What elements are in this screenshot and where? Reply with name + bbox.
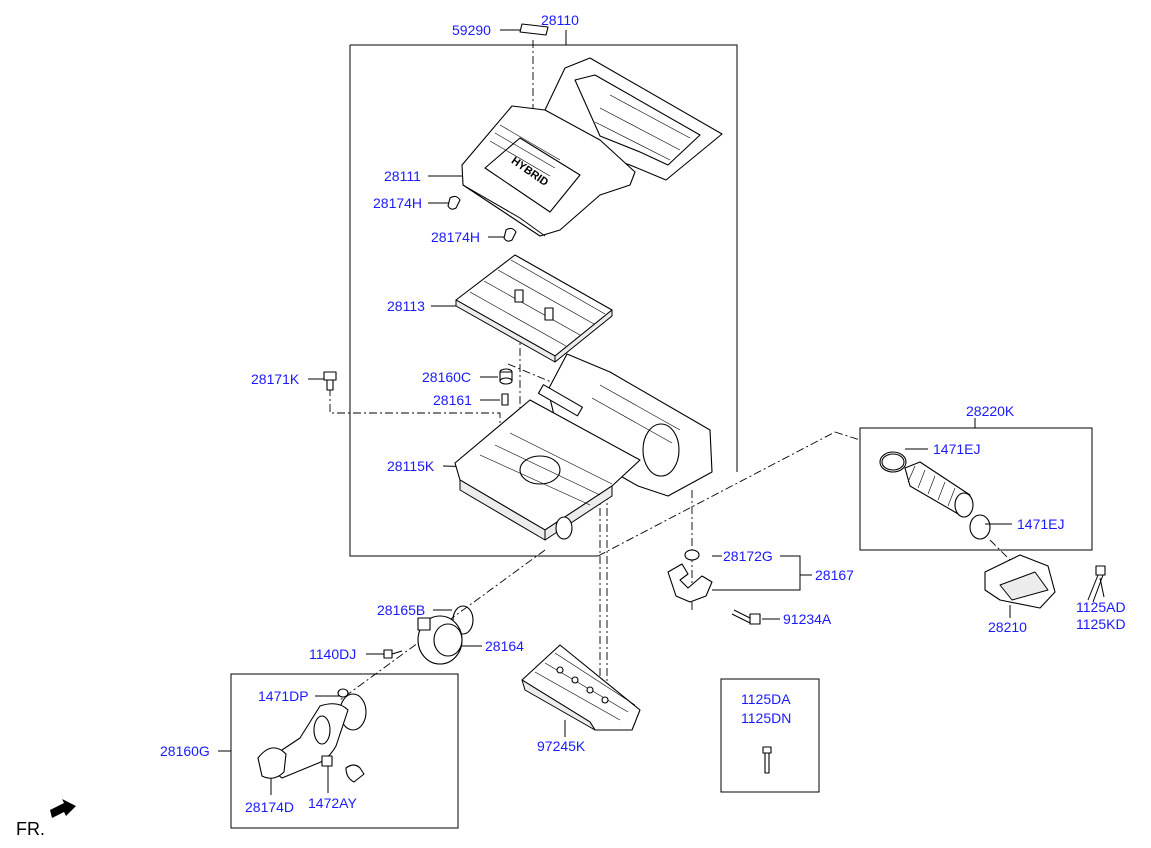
label-28167[interactable]: 28167: [815, 567, 854, 583]
label-28161[interactable]: 28161: [433, 392, 472, 408]
pipe-connector-1472ay[interactable]: [321, 755, 365, 783]
screw-1140dj[interactable]: [383, 649, 403, 659]
label-28111[interactable]: 28111: [384, 168, 421, 184]
label-28172g[interactable]: 28172G: [723, 548, 773, 564]
centerline-main: [597, 431, 836, 557]
centerline-28160c: [507, 363, 557, 385]
label-1140dj[interactable]: 1140DJ: [309, 646, 356, 662]
label-28171k[interactable]: 28171K: [251, 371, 300, 387]
clamp-28174d[interactable]: [257, 747, 287, 779]
label-1125kd[interactable]: 1125KD: [1076, 616, 1126, 632]
bolt-28171k[interactable]: [323, 371, 337, 391]
front-direction-arrow-icon: [50, 799, 76, 818]
label-28210[interactable]: 28210: [988, 619, 1027, 635]
label-28174d[interactable]: 28174D: [245, 799, 294, 815]
hose-clamp-1471ej-lower[interactable]: [969, 514, 991, 540]
clip-28174h-upper[interactable]: [447, 195, 461, 210]
bolt-1125ad[interactable]: [1087, 565, 1106, 603]
assembly-28110-frame-left: [349, 45, 598, 557]
clamp-1471dp[interactable]: [337, 688, 349, 698]
bracket-28167[interactable]: [667, 563, 713, 603]
battery-tray-97245k[interactable]: [521, 644, 641, 731]
centerline-inlet: [339, 549, 546, 701]
label-28160g[interactable]: 28160G: [160, 743, 210, 759]
label-28174h-upper[interactable]: 28174H: [373, 195, 422, 211]
label-28115k[interactable]: 28115K: [387, 458, 435, 474]
hose-clamp-1471ej-upper[interactable]: [879, 451, 907, 473]
label-1471dp[interactable]: 1471DP: [258, 688, 309, 704]
bolt-1125da[interactable]: [762, 746, 772, 774]
label-28113[interactable]: 28113: [387, 298, 425, 314]
label-28220k[interactable]: 28220K: [966, 403, 1015, 419]
label-28160c[interactable]: 28160C: [422, 369, 471, 385]
leader-lines: [218, 29, 1105, 795]
label-59290[interactable]: 59290: [452, 22, 491, 38]
grommet-28160c[interactable]: [499, 368, 513, 385]
grommet-28172g[interactable]: [684, 549, 700, 561]
kit-28220k-frame: [859, 427, 1093, 551]
assembly-28110-frame: [350, 44, 738, 472]
label-91234a[interactable]: 91234A: [783, 611, 832, 627]
label-28110[interactable]: 28110: [541, 12, 579, 28]
label-1125dn[interactable]: 1125DN: [741, 710, 791, 726]
label-1125ad[interactable]: 1125AD: [1076, 599, 1126, 615]
label-1125da[interactable]: 1125DA: [741, 691, 791, 707]
bolt-box-frame: [720, 678, 820, 793]
centerline-hose: [834, 431, 861, 441]
air-cleaner-upper-cover[interactable]: HYBRID: [461, 57, 723, 237]
pin-28161[interactable]: [501, 393, 509, 406]
label-28165b[interactable]: 28165B: [377, 602, 425, 618]
inlet-pipe-28160g[interactable]: [273, 693, 367, 779]
label-sticker-59290[interactable]: [519, 23, 549, 36]
intake-duct-28210[interactable]: [984, 554, 1056, 609]
label-1471ej-lower[interactable]: 1471EJ: [1017, 516, 1064, 532]
front-direction-label: FR.: [16, 819, 45, 839]
label-1471ej-upper[interactable]: 1471EJ: [933, 441, 980, 457]
airflow-sensor-28164[interactable]: [417, 615, 463, 665]
clip-28174h-lower[interactable]: [503, 227, 517, 242]
air-filter-element[interactable]: [455, 254, 613, 363]
label-1472ay[interactable]: 1472AY: [308, 795, 357, 811]
intake-hose[interactable]: [881, 453, 974, 518]
label-28174h-lower[interactable]: 28174H: [431, 229, 480, 245]
air-cleaner-lower-housing[interactable]: [454, 353, 713, 541]
label-97245k[interactable]: 97245K: [537, 738, 586, 754]
bolt-91234a[interactable]: [731, 609, 761, 625]
centerline-duct: [989, 539, 1011, 561]
centerline-28171k: [329, 388, 501, 432]
label-28164[interactable]: 28164: [485, 638, 524, 654]
